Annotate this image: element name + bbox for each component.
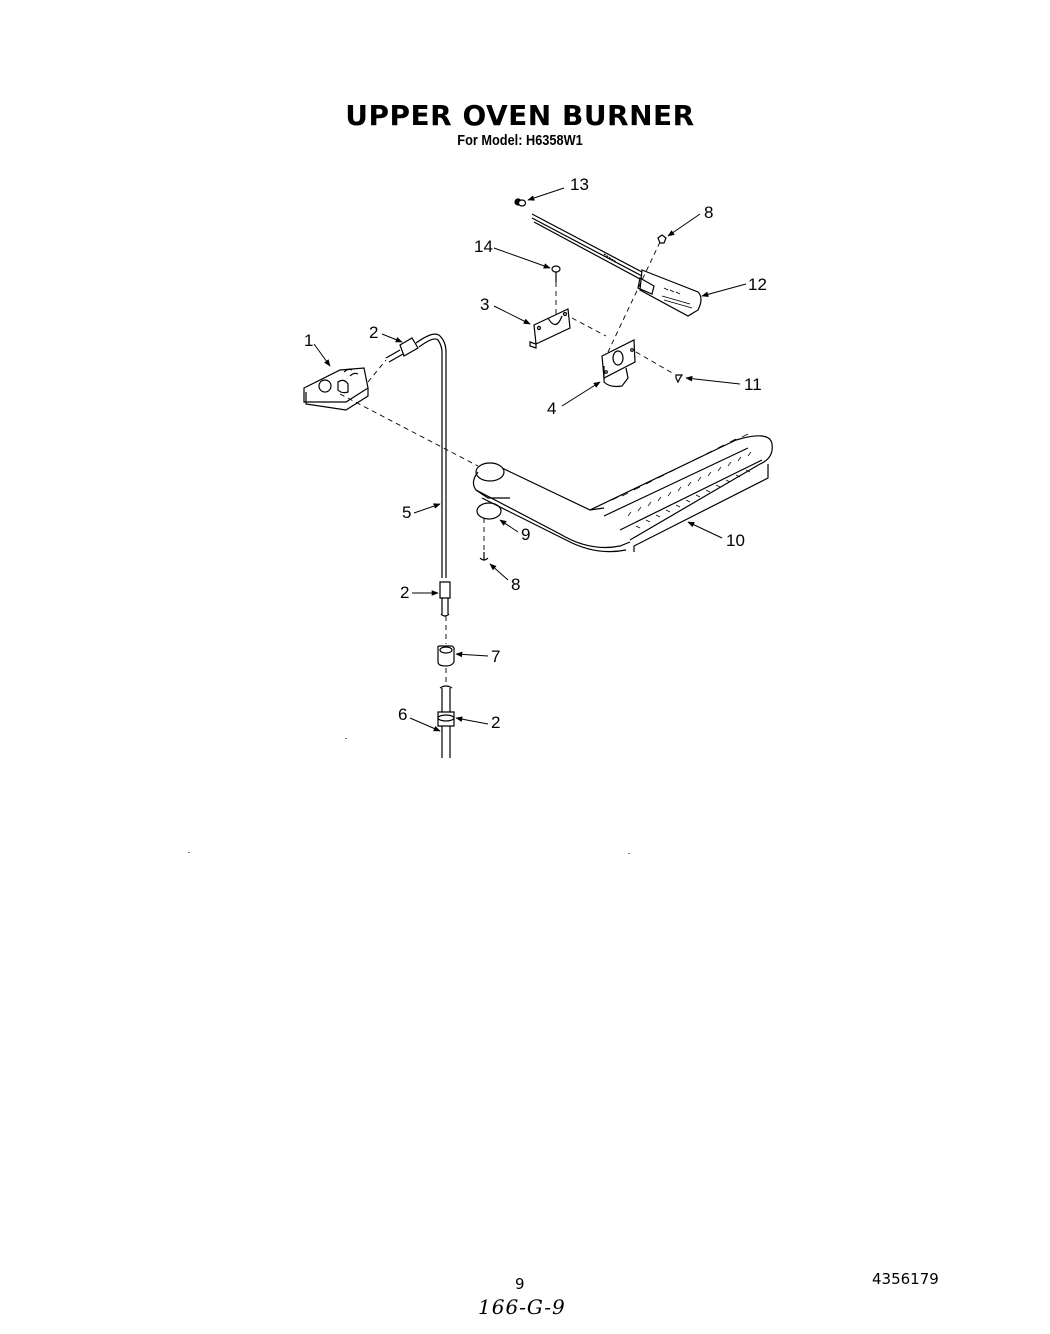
- page-number: 9: [515, 1275, 525, 1293]
- callout-4: 4: [547, 399, 556, 418]
- part-2-fitting-top: [385, 333, 447, 363]
- part-5-gas-tube: [441, 352, 447, 578]
- part-10-burner: [472, 433, 773, 553]
- handwritten-note: 166-G-9: [478, 1295, 566, 1319]
- part-4-bracket: [601, 339, 636, 388]
- callout-2-middle: 2: [400, 583, 409, 602]
- part-3-bracket: [529, 308, 571, 349]
- callout-10: 10: [726, 531, 745, 550]
- leader-lines: [313, 187, 747, 732]
- part-6-lower-tube: [437, 685, 455, 758]
- page-title: UPPER OVEN BURNER: [345, 99, 695, 132]
- callout-12: 12: [748, 275, 767, 294]
- scan-speck: [345, 738, 347, 739]
- callout-1: 1: [304, 331, 313, 350]
- callout-2-bottom: 2: [491, 713, 500, 732]
- document-number: 4356179: [872, 1270, 939, 1288]
- part-8-screw-bottom: [479, 552, 489, 561]
- part-9-spacer: [476, 502, 502, 520]
- part-12-igniter: [531, 213, 702, 317]
- part-1-orifice-holder: [303, 367, 369, 411]
- callout-8-bottom: 8: [511, 575, 520, 594]
- assembly-lines: [339, 241, 675, 686]
- callout-13: 13: [570, 175, 589, 194]
- part-14-screw: [551, 265, 561, 282]
- callout-2-top: 2: [369, 323, 378, 342]
- callout-14: 14: [474, 237, 493, 256]
- callout-6: 6: [398, 705, 407, 724]
- part-8-screw-top: [657, 234, 667, 244]
- callout-11: 11: [744, 375, 762, 394]
- scan-speck: [628, 853, 630, 854]
- callout-5: 5: [402, 503, 411, 522]
- part-13-screw: [514, 198, 527, 207]
- scan-speck: [188, 852, 190, 853]
- part-2-fitting-middle: [439, 581, 451, 617]
- part-11-screw: [675, 374, 684, 384]
- callout-7: 7: [491, 647, 500, 666]
- part-7-union-nut: [437, 645, 455, 667]
- callout-3: 3: [480, 295, 489, 314]
- model-subtitle: For Model: H6358W1: [457, 132, 583, 149]
- callout-9: 9: [521, 525, 530, 544]
- callout-8-top: 8: [704, 203, 713, 222]
